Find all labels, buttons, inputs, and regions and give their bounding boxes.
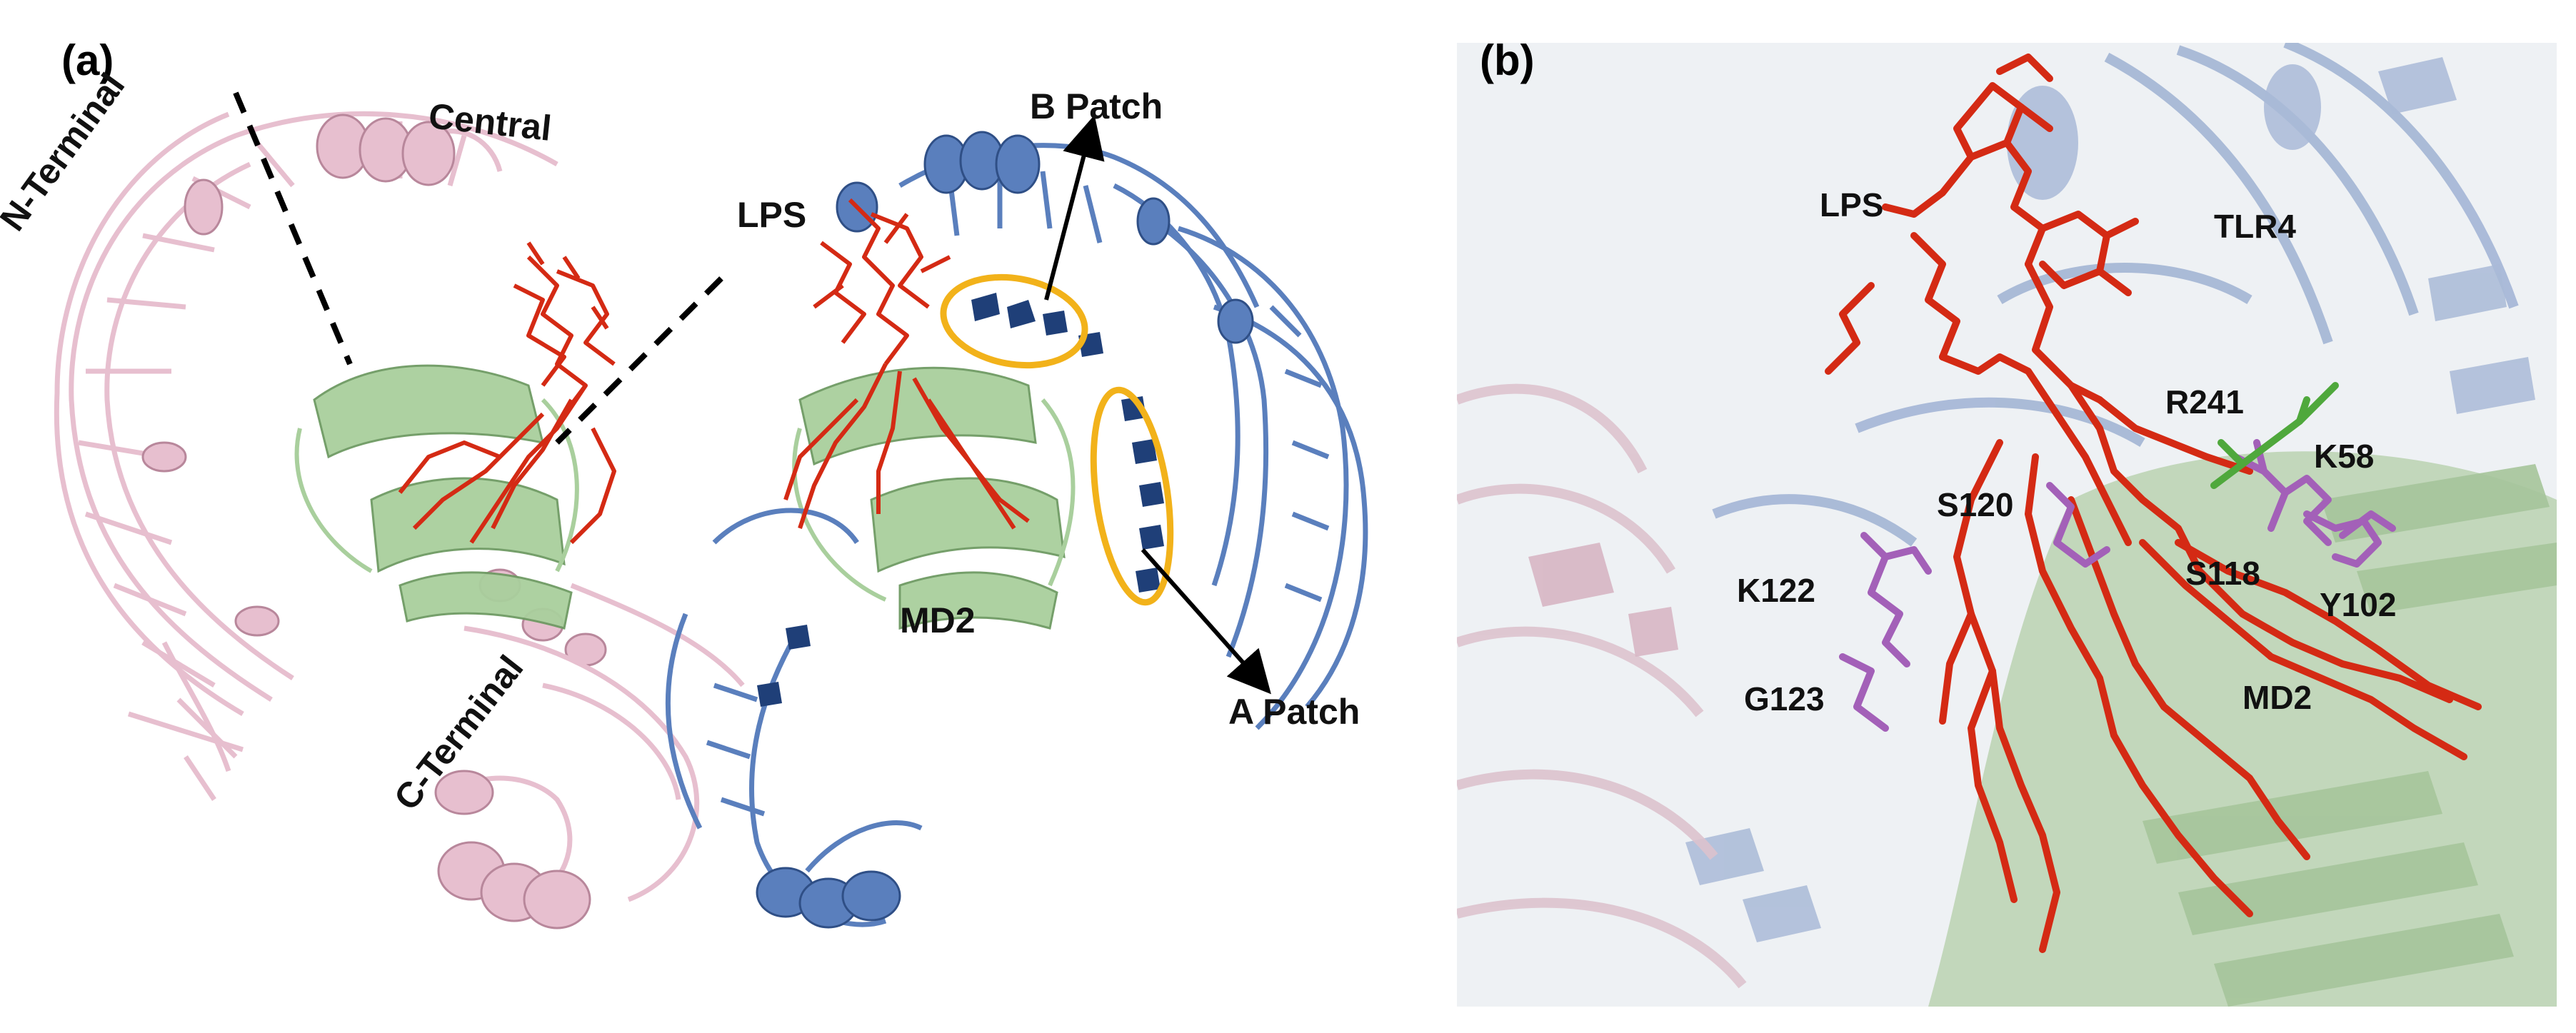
label-k122: K122	[1737, 572, 1815, 609]
label-md2-a: MD2	[900, 600, 976, 640]
lps-right	[783, 198, 1030, 530]
label-s120: S120	[1937, 486, 2014, 523]
lps-stick-model	[1825, 54, 2482, 953]
label-r241: R241	[2165, 383, 2244, 420]
tlr4-faded-pink-helix	[1528, 543, 1678, 657]
panel-a-label: (a)	[61, 36, 114, 84]
tlr4-faded	[1712, 43, 2519, 547]
label-b-patch: B Patch	[1030, 86, 1163, 126]
tlr4-pink-helices	[141, 114, 607, 667]
label-lps-a: LPS	[737, 195, 807, 235]
patch-arrows	[1044, 114, 1271, 695]
label-k58: K58	[2314, 438, 2375, 475]
tlr4-blue-helices	[756, 131, 1254, 929]
domain-boundary-lines	[233, 91, 723, 445]
label-g123: G123	[1744, 680, 1825, 717]
purple-residues	[1839, 439, 2396, 732]
lps-left	[398, 241, 616, 545]
label-tlr4: TLR4	[2214, 208, 2296, 245]
md2-right	[798, 366, 1066, 630]
label-a-patch: A Patch	[1228, 692, 1360, 732]
tlr4-blue-strands	[757, 293, 1164, 707]
green-residue	[2210, 382, 2339, 489]
md2-left	[313, 364, 573, 630]
tlr4-faded-pink	[1457, 383, 1747, 989]
tlr4-pink-c-terminal-helices	[434, 770, 591, 929]
label-lps-b: LPS	[1820, 186, 1884, 223]
label-s118: S118	[2185, 555, 2260, 592]
tlr4-pink-chain	[54, 111, 558, 801]
panel-b-label: (b)	[1480, 36, 1535, 84]
label-md2-b: MD2	[2242, 679, 2312, 716]
label-y102: Y102	[2320, 586, 2397, 623]
md2-right-loops	[792, 398, 1076, 602]
md2-left-loops	[294, 398, 579, 573]
patch-rings	[940, 273, 1174, 606]
